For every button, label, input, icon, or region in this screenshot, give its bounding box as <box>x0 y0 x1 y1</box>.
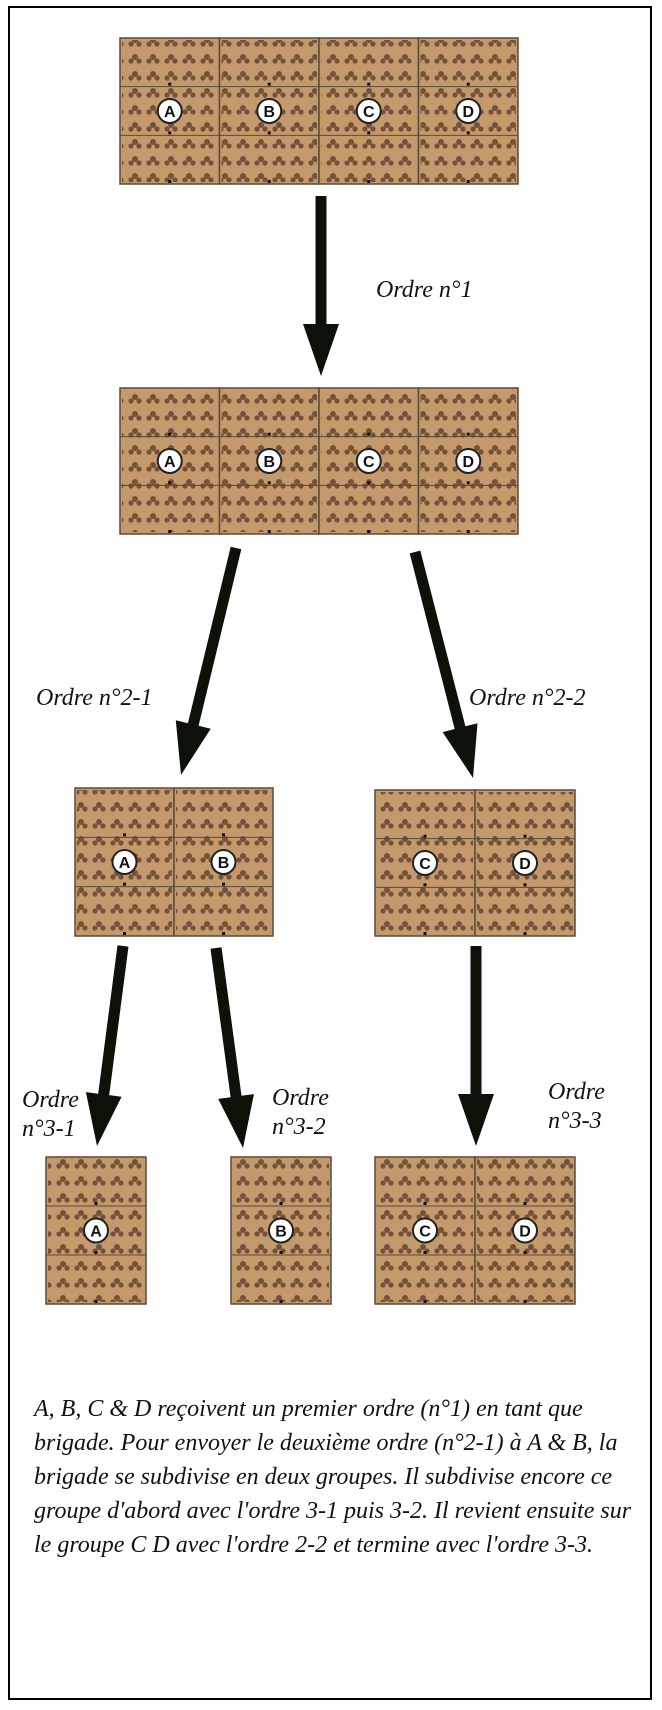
unit-label: A <box>90 1224 102 1241</box>
unit-b: B <box>218 387 320 535</box>
unit-a: A <box>45 1156 147 1305</box>
order-3-3-label: Ordre n°3-3 <box>548 1078 605 1136</box>
unit-d: D <box>474 1156 576 1305</box>
arrow-order-3-3 <box>458 946 494 1146</box>
arrow-order-2-1 <box>175 546 242 775</box>
unit-c: C <box>374 1156 476 1305</box>
unit-badge <box>412 850 438 876</box>
unit-badge <box>210 849 237 875</box>
unit-label: D <box>462 454 474 471</box>
arrows-layer <box>85 196 494 1148</box>
unit-badge <box>455 448 482 474</box>
unit-badge <box>455 98 482 124</box>
unit-badge <box>111 849 138 875</box>
order-3-2-line2: n°3-2 <box>272 1113 326 1140</box>
unit-label: D <box>519 1224 531 1241</box>
unit-label: B <box>263 104 275 121</box>
unit-label: B <box>275 1224 287 1241</box>
unit-d: D <box>474 789 576 937</box>
unit-badge <box>268 1217 294 1244</box>
formation-brigade-after-order-1: A B C D <box>119 387 519 535</box>
unit-c: C <box>318 387 420 535</box>
unit-label: C <box>419 856 431 873</box>
order-3-2-line1: Ordre <box>272 1085 329 1111</box>
unit-label: C <box>363 104 375 121</box>
unit-d: D <box>417 387 519 535</box>
unit-b: B <box>230 1156 332 1305</box>
order-3-3-line1: Ordre <box>548 1079 605 1105</box>
unit-badge <box>256 448 283 474</box>
unit-label: A <box>164 454 176 471</box>
unit-label: C <box>419 1224 431 1241</box>
order-2-2-label: Ordre n°2-2 <box>469 685 586 711</box>
arrow-order-1 <box>303 196 339 376</box>
order-3-1-line1: Ordre <box>22 1087 79 1113</box>
unit-badge <box>512 850 538 876</box>
formation-unit-b: B <box>230 1156 332 1305</box>
order-3-1-line2: n°3-1 <box>22 1115 76 1142</box>
unit-c: C <box>374 789 476 937</box>
formation-brigade-initial: A B C D <box>119 37 519 185</box>
unit-b: B <box>173 787 274 937</box>
unit-badge <box>412 1217 438 1244</box>
unit-c: C <box>318 37 420 185</box>
unit-badge <box>156 98 183 124</box>
unit-label: A <box>164 104 176 121</box>
unit-b: B <box>218 37 320 185</box>
formation-unit-a: A <box>45 1156 147 1305</box>
unit-badge <box>156 448 183 474</box>
unit-a: A <box>119 387 221 535</box>
unit-badge <box>355 448 382 474</box>
order-2-1-label: Ordre n°2-1 <box>36 685 153 711</box>
unit-label: B <box>263 454 275 471</box>
order-1-label: Ordre n°1 <box>376 277 473 303</box>
caption-text: A, B, C & D reçoivent un premier ordre (… <box>34 1396 632 1558</box>
unit-label: B <box>218 855 230 872</box>
unit-label: C <box>363 454 375 471</box>
unit-label: A <box>119 855 131 872</box>
order-3-2-label: Ordre n°3-2 <box>272 1084 329 1142</box>
unit-d: D <box>417 37 519 185</box>
arrow-order-3-1 <box>85 945 129 1146</box>
arrow-order-2-2 <box>409 550 478 778</box>
unit-badge <box>355 98 382 124</box>
order-3-1-label: Ordre n°3-1 <box>22 1086 79 1144</box>
unit-label: D <box>519 856 531 873</box>
unit-label: D <box>462 104 474 121</box>
unit-badge <box>512 1217 538 1244</box>
unit-badge <box>83 1217 109 1244</box>
arrow-order-3-2 <box>210 947 254 1148</box>
order-3-3-line2: n°3-3 <box>548 1107 602 1134</box>
unit-badge <box>256 98 283 124</box>
unit-a: A <box>74 787 175 937</box>
unit-a: A <box>119 37 221 185</box>
